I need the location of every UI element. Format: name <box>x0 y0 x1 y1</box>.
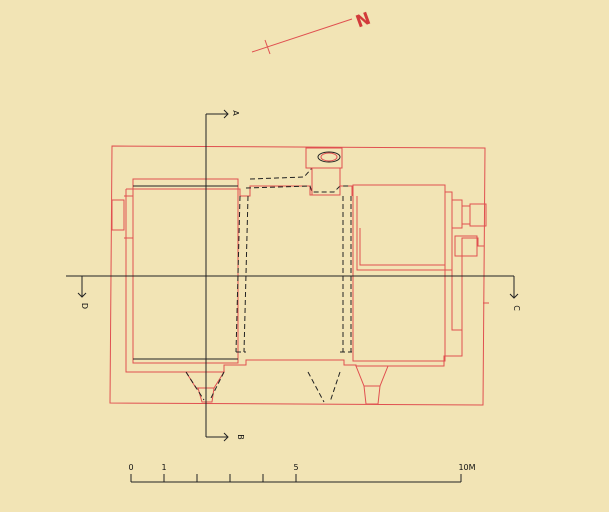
north-arrow: N <box>251 9 374 55</box>
section-label-c: C <box>512 305 521 311</box>
south-feature-right <box>355 365 389 405</box>
site-boundary <box>109 145 486 406</box>
south-feature-middle <box>307 371 341 403</box>
section-label-a: A <box>231 110 240 116</box>
section-line-cd: D C <box>66 275 521 311</box>
east-entrance <box>452 199 489 304</box>
scale-label-0: 0 <box>128 463 133 472</box>
top-tower <box>305 147 343 196</box>
main-hall <box>132 178 239 364</box>
east-hall <box>352 184 462 362</box>
scale-label-1: 1 <box>161 463 166 472</box>
scale-bar: 0 1 5 10M <box>128 463 476 483</box>
south-feature-left <box>185 371 225 403</box>
inner-outline <box>125 189 484 373</box>
north-label: N <box>353 9 373 33</box>
west-entrance <box>111 195 134 239</box>
central-corridor <box>235 167 352 353</box>
scale-label-5: 5 <box>293 463 298 472</box>
scale-label-10m: 10M <box>458 463 475 472</box>
section-label-b: B <box>236 434 245 440</box>
section-label-d: D <box>80 303 89 309</box>
